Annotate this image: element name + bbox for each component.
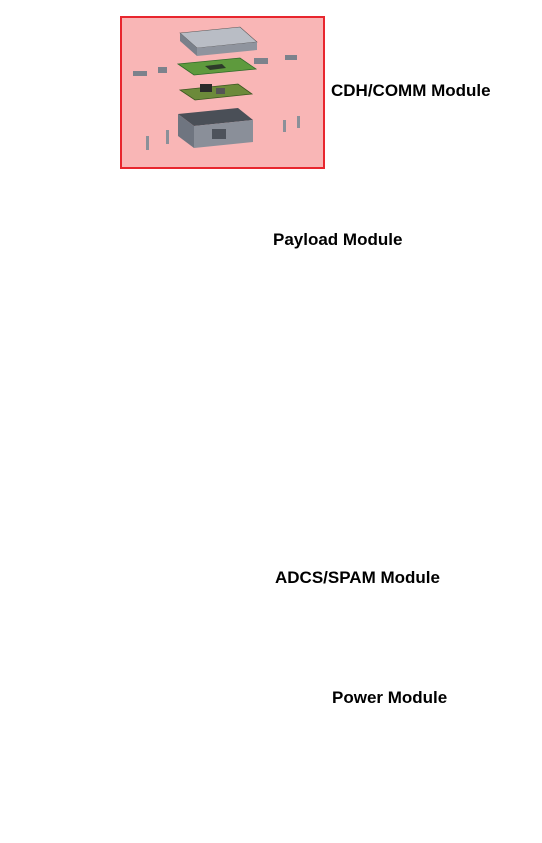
cdh-comm-module <box>120 16 325 169</box>
payload-module-label: Payload Module <box>273 230 403 249</box>
cdh-comm-module-label: CDH/COMM Module <box>331 81 491 100</box>
power-module-label: Power Module <box>332 688 448 707</box>
cdh-bottom-frame <box>178 108 253 148</box>
cdh-side-brackets <box>133 55 297 76</box>
cdh-radio-board <box>178 83 254 101</box>
adcs-spam-module-label: ADCS/SPAM Module <box>275 568 440 587</box>
cdh-top-frame <box>179 26 258 56</box>
